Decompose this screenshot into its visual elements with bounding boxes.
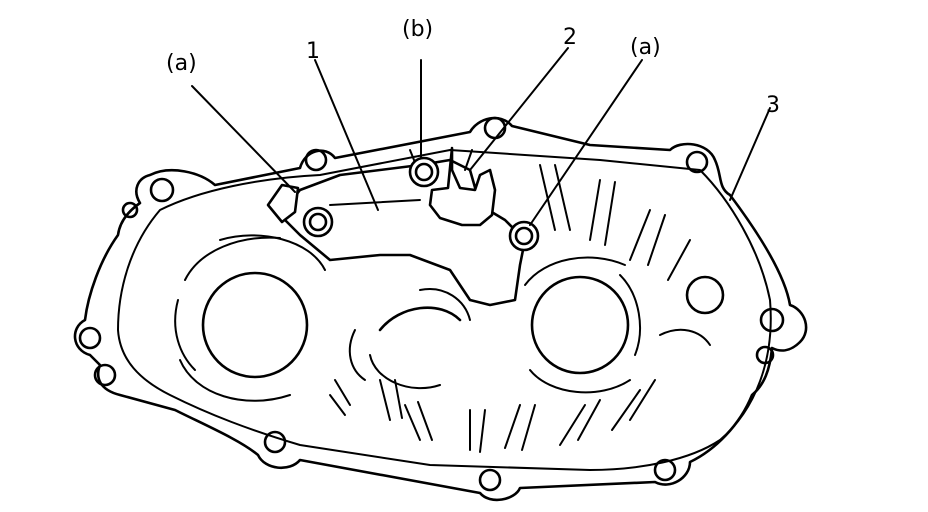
- bolt-hole: [304, 148, 328, 172]
- right-bearing-bore: [530, 275, 630, 375]
- bolt-hole: [755, 345, 775, 365]
- label-1: 1: [306, 39, 320, 64]
- bolt-hole: [263, 430, 287, 454]
- bolt-a-right: [508, 220, 540, 252]
- case-outline: [73, 116, 808, 502]
- bolt-a-left: [302, 206, 334, 238]
- callout-labels: (a) 1 (b) 2 (a) 3: [166, 17, 780, 118]
- left-bearing-bore: [201, 271, 309, 379]
- leader-3: [729, 107, 771, 201]
- bolt-hole: [653, 458, 677, 482]
- retaining-tab: [266, 183, 300, 224]
- label-a-left: (a): [166, 51, 197, 76]
- bolt-hole: [78, 326, 102, 350]
- bolt-hole: [483, 116, 507, 140]
- bolt-hole: [685, 150, 709, 174]
- bolt-hole: [121, 201, 139, 219]
- bolt-b-head: [414, 162, 434, 182]
- leader-a-right: [529, 59, 643, 226]
- leader-1: [314, 59, 379, 211]
- leader-a-left: [191, 85, 296, 193]
- bolts: [302, 156, 540, 252]
- bearing-bores: [174, 234, 725, 402]
- bolt-hole: [149, 177, 175, 203]
- bolt-b: [408, 156, 440, 188]
- label-b: (b): [402, 17, 433, 42]
- leader-lines: [191, 47, 771, 226]
- case-ribs: [329, 149, 691, 453]
- part-2-bracket: [428, 146, 497, 227]
- bolt-a-right-head: [514, 226, 534, 246]
- label-a-right: (a): [630, 35, 661, 60]
- label-2: 2: [563, 25, 577, 50]
- small-bore: [685, 275, 725, 315]
- leader-2: [469, 47, 569, 171]
- label-3: 3: [766, 93, 780, 118]
- bolt-a-left-head: [308, 212, 328, 232]
- bolt-hole: [93, 363, 117, 387]
- bolt-hole: [759, 307, 785, 333]
- bolt-hole: [478, 468, 502, 492]
